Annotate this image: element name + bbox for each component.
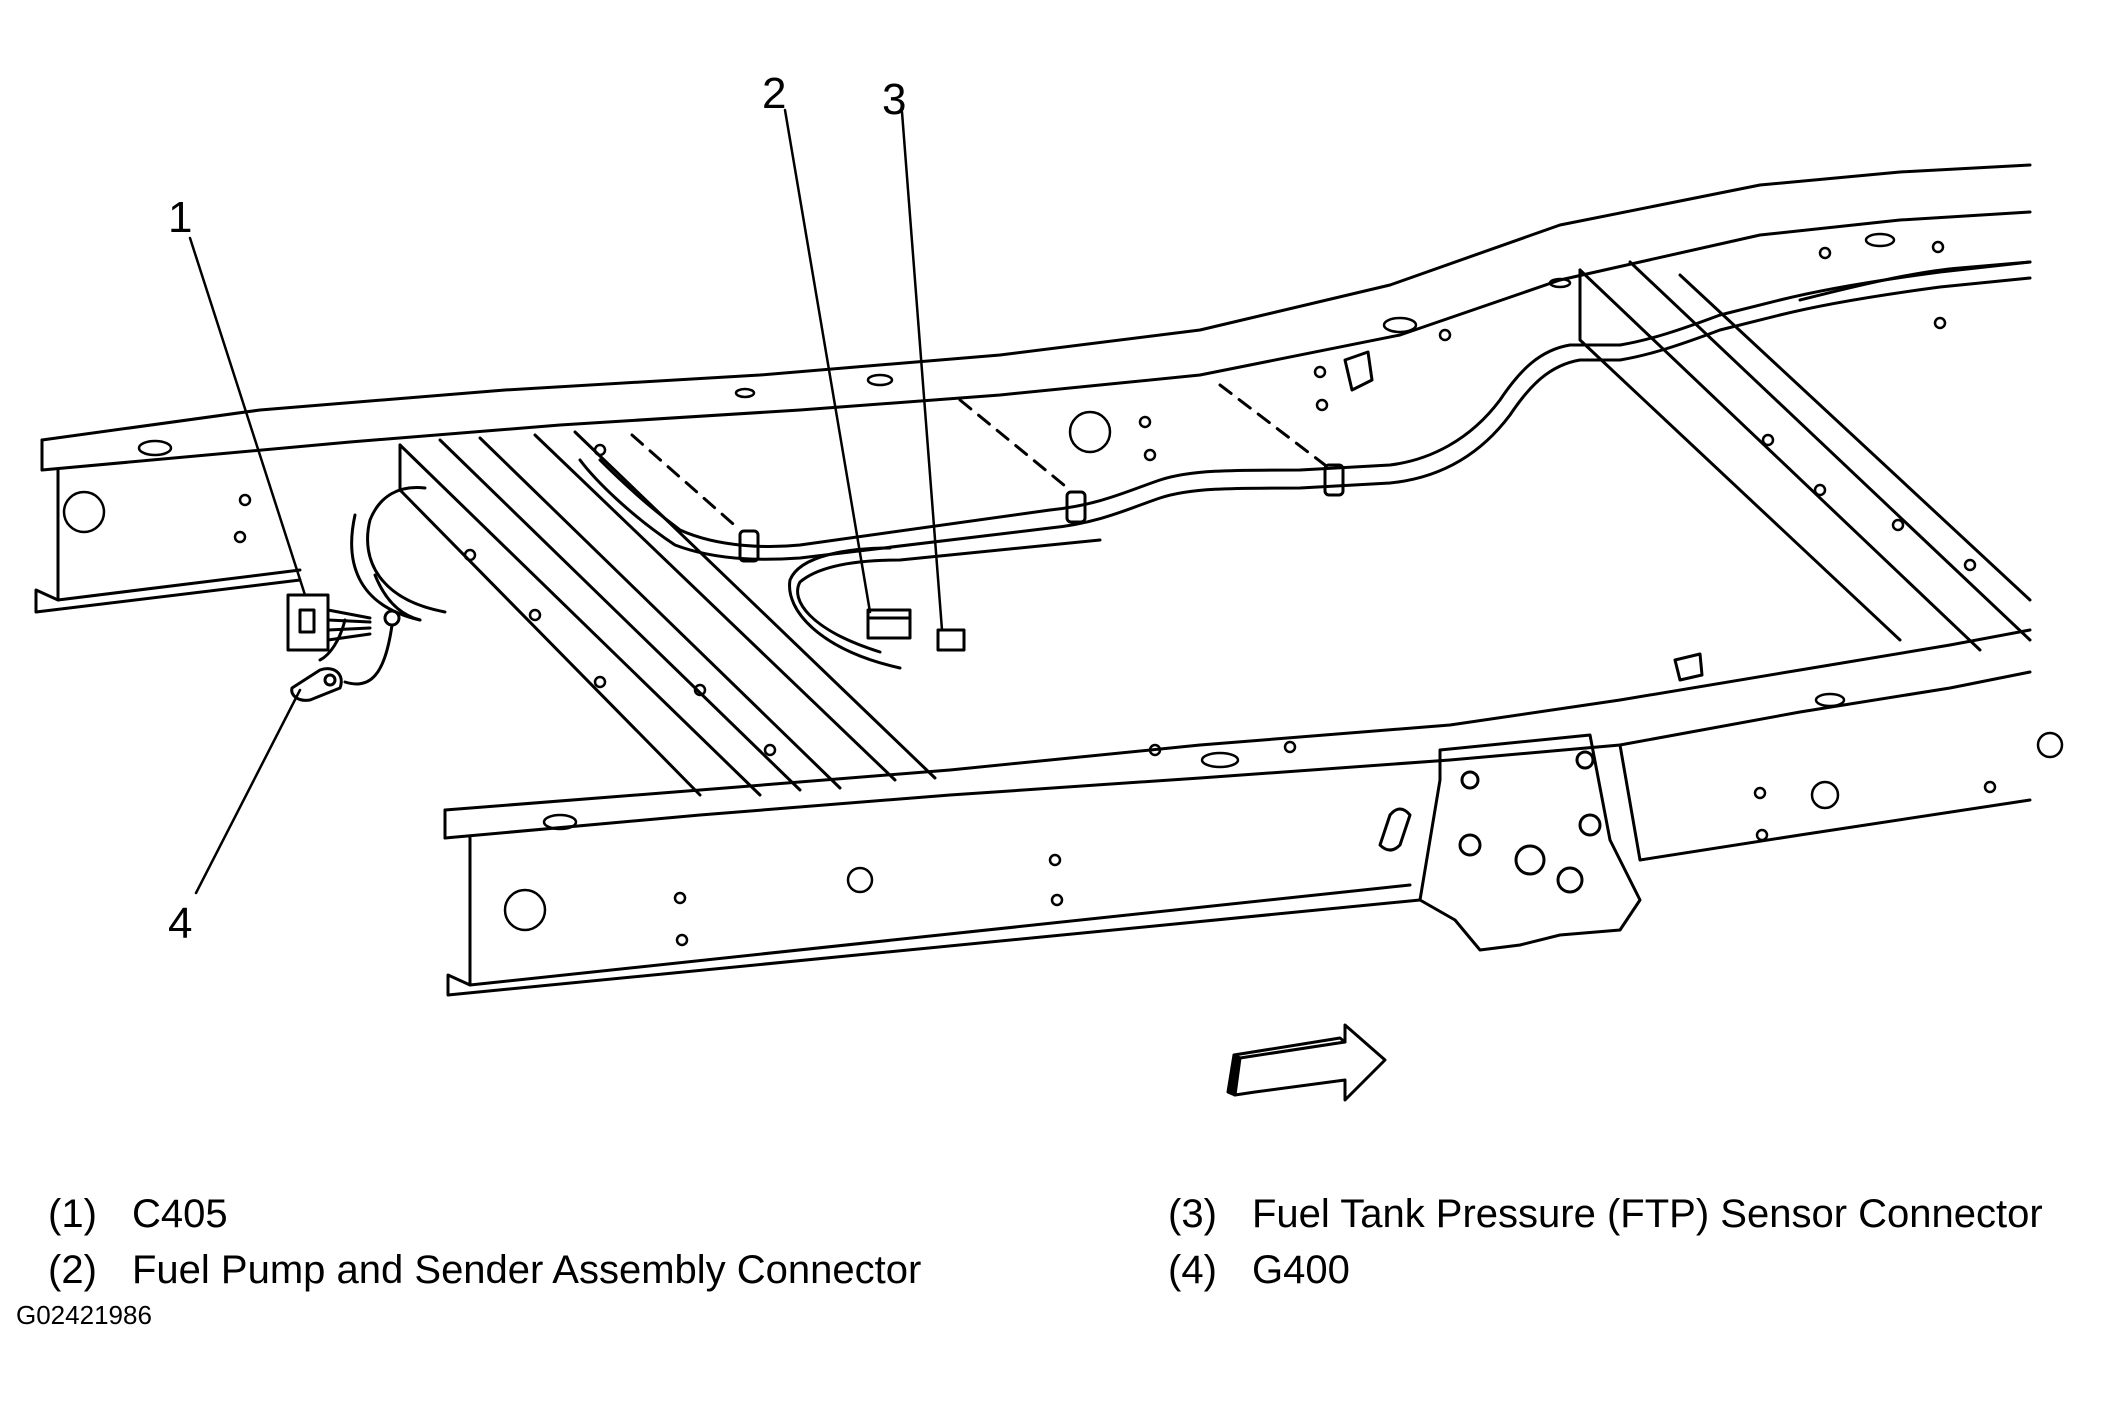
callout-2: 2 [762, 69, 787, 118]
figure-id: G02421986 [16, 1300, 152, 1330]
legend-number: (4) [1168, 1248, 1217, 1292]
legend-number: (1) [48, 1192, 97, 1236]
fuel-pump-connector [866, 608, 912, 640]
ftp-sensor-connector [936, 628, 966, 652]
g400-ground-terminal [290, 623, 394, 702]
legend-number: (2) [48, 1248, 97, 1292]
callout-1: 1 [168, 193, 193, 242]
legend-item-3: (3) Fuel Tank Pressure (FTP) Sensor Conne… [1168, 1190, 2043, 1238]
c405-connector [286, 593, 401, 652]
legend-text: C405 [132, 1192, 228, 1236]
legend-text: Fuel Pump and Sender Assembly Connector [132, 1248, 922, 1292]
legend-number: (3) [1168, 1192, 1217, 1236]
front-direction-arrow [1226, 1023, 1387, 1102]
legend-item-2: (2) Fuel Pump and Sender Assembly Connect… [48, 1246, 921, 1294]
legend-item-1: (1) C405 [48, 1190, 228, 1238]
legend-text: Fuel Tank Pressure (FTP) Sensor Connecto… [1252, 1192, 2043, 1236]
legend-item-4: (4) G400 [1168, 1246, 1350, 1294]
callout-3: 3 [882, 75, 907, 124]
frame-pins [1343, 350, 1704, 682]
legend-text: G400 [1252, 1248, 1350, 1292]
leader-lines [188, 108, 944, 895]
callout-4: 4 [168, 899, 193, 948]
frame-holes [62, 232, 2064, 947]
harness-clips [630, 383, 1345, 563]
wiring-harness [318, 260, 2032, 670]
body-mount-bracket [1378, 733, 1642, 952]
left-frame-rail [34, 163, 2032, 614]
right-frame-rail [443, 628, 2032, 997]
